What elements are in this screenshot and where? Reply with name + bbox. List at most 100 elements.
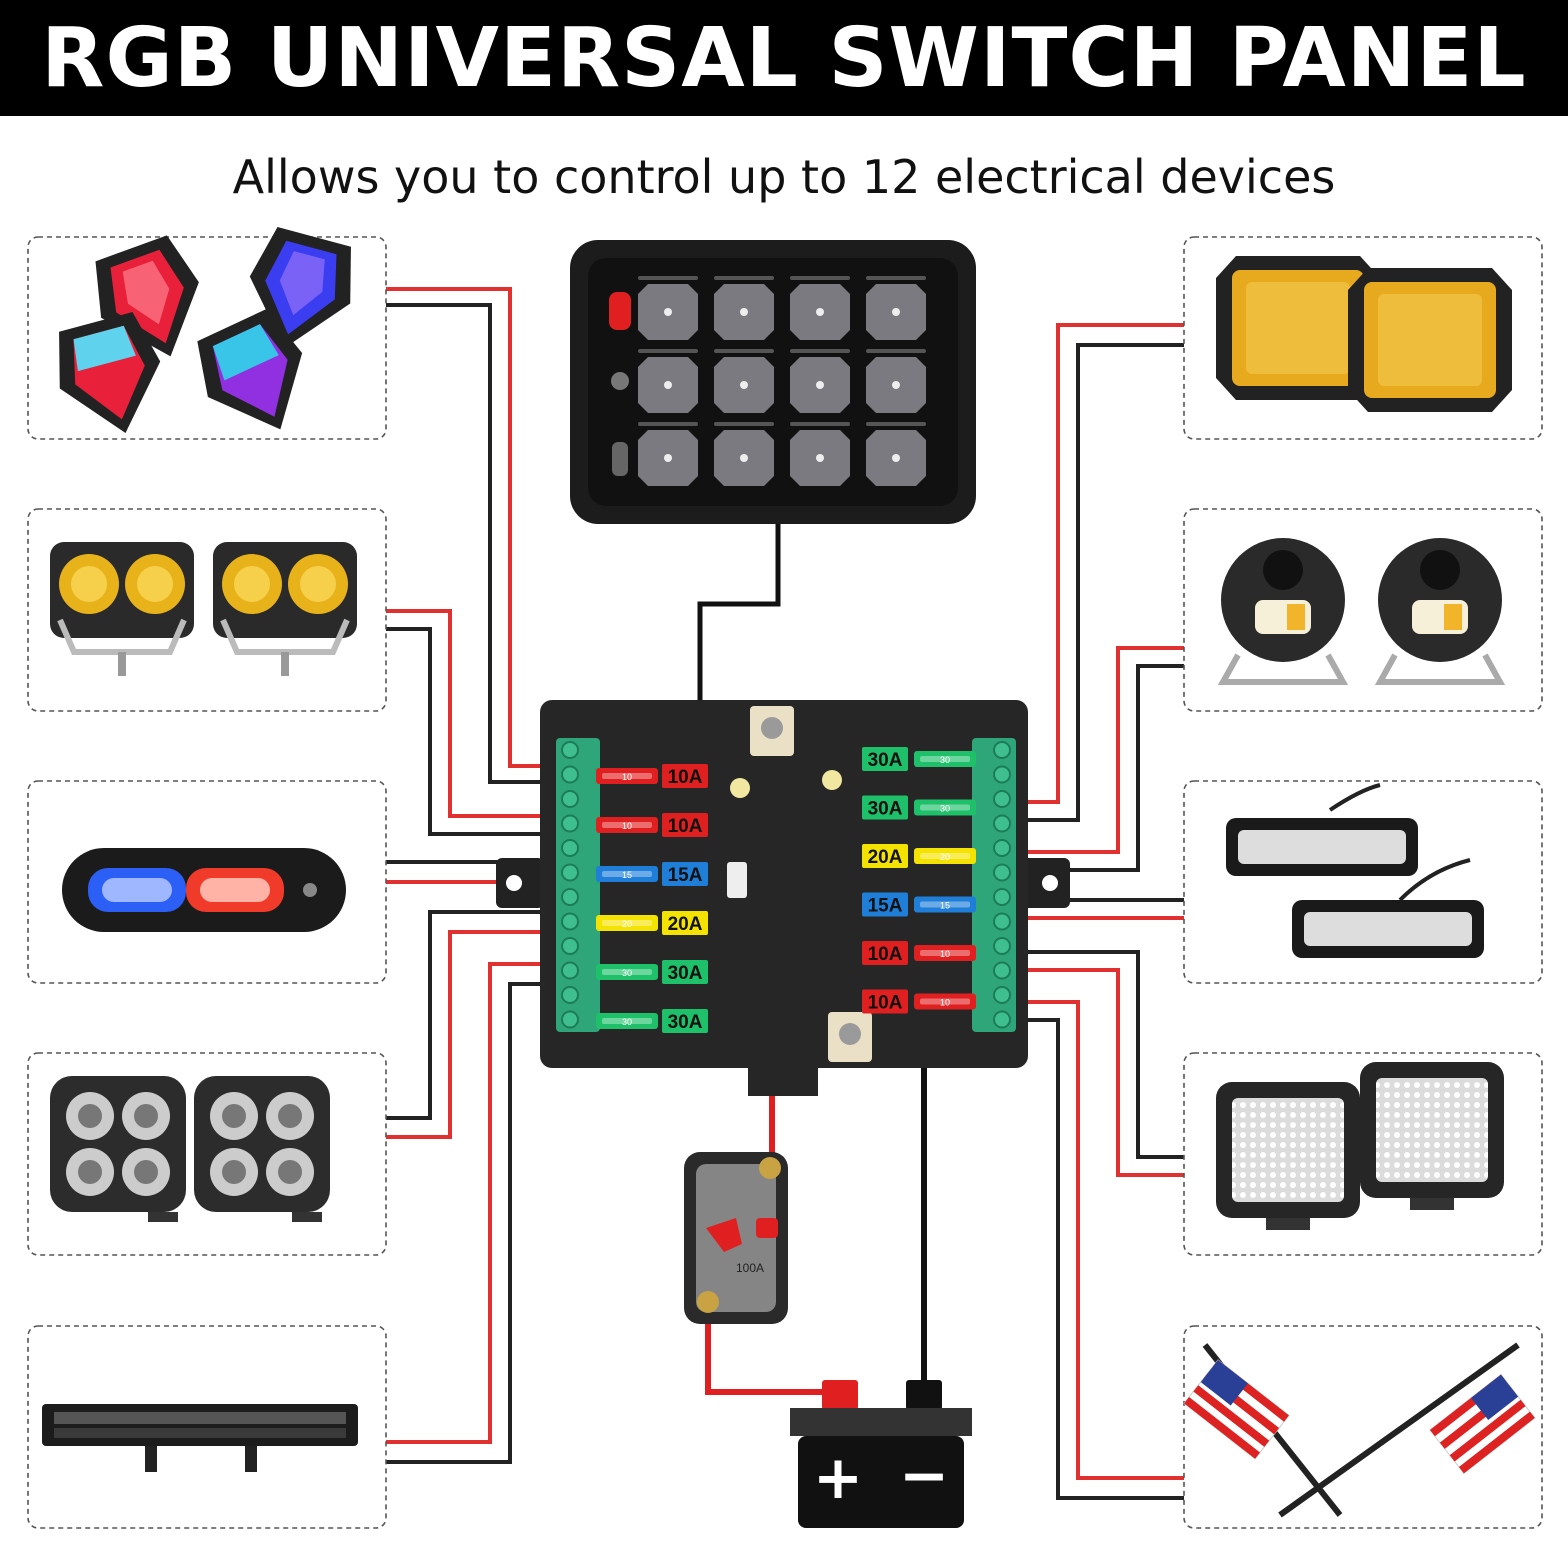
brightness-icon[interactable] xyxy=(611,372,629,390)
switch-button-1[interactable] xyxy=(638,276,698,340)
terminal-screw xyxy=(561,937,579,955)
fuse-rating: 30A xyxy=(668,1012,703,1033)
breaker-terminal xyxy=(759,1157,781,1179)
fuse[interactable]: 10 10A xyxy=(596,813,708,837)
fuse-rating: 20A xyxy=(668,914,703,935)
terminal-screw xyxy=(561,814,579,833)
fuse-label-bg xyxy=(662,960,708,984)
title-bar: RGB UNIVERSAL SWITCH PANEL xyxy=(0,0,1568,116)
device-led-pod-cube-lights xyxy=(1216,1062,1504,1230)
mode-indicator xyxy=(612,442,628,476)
terminal-screw xyxy=(561,741,579,759)
wire-black xyxy=(1012,1018,1184,1500)
fuse-rating: 15A xyxy=(668,865,703,886)
switch-panel xyxy=(570,240,976,524)
wire-red xyxy=(1012,646,1184,854)
switch-button-3[interactable] xyxy=(790,276,850,340)
terminal-screw xyxy=(561,863,579,882)
device-yellow-dual-pod-lights xyxy=(50,542,357,676)
breaker-terminal xyxy=(697,1291,719,1313)
switch-buttons xyxy=(638,276,926,486)
terminal-screw xyxy=(561,790,579,808)
fuse-label-bg xyxy=(662,813,708,837)
switch-button-9[interactable] xyxy=(638,422,698,486)
switch-button-2[interactable] xyxy=(714,276,774,340)
negative-symbol: − xyxy=(899,1441,949,1511)
fuse-stamp: 10 xyxy=(622,821,632,831)
fuse-label-bg xyxy=(662,764,708,788)
fuse-label-bg xyxy=(862,941,908,965)
reset-lever[interactable] xyxy=(706,1218,742,1252)
fuse-rating: 10A xyxy=(668,816,703,837)
wire-red xyxy=(705,1305,840,1395)
fuse-body xyxy=(596,915,658,931)
wire-black xyxy=(386,982,556,1464)
fuse[interactable]: 15 15A xyxy=(596,862,708,886)
terminal-screw xyxy=(993,888,1011,906)
fuse-rating: 30A xyxy=(868,799,903,820)
terminal-screw xyxy=(561,986,579,1004)
fuse-stamp: 10 xyxy=(622,772,632,782)
fuse-rating: 20A xyxy=(868,847,903,868)
wire-red xyxy=(386,962,556,1444)
wire-red xyxy=(386,609,556,818)
terminals-left xyxy=(561,741,579,1029)
terminal-screw xyxy=(993,937,1011,955)
device-led-work-light-bars xyxy=(1226,783,1484,958)
fuse-stamp: 15 xyxy=(940,901,950,911)
page-title: RGB UNIVERSAL SWITCH PANEL xyxy=(41,10,1527,106)
terminal-screw xyxy=(993,741,1011,759)
fuse-label-bg xyxy=(862,795,908,820)
wire-black xyxy=(386,627,556,836)
fuse-body xyxy=(914,799,976,816)
wire-red xyxy=(1012,323,1184,804)
fuse-rating: 30A xyxy=(668,963,703,984)
switch-button-7[interactable] xyxy=(790,349,850,413)
terminal-screw xyxy=(993,961,1011,980)
breaker-rating: 100A xyxy=(736,1261,764,1275)
fuse-label-bg xyxy=(862,892,908,917)
wire-red xyxy=(1012,968,1184,1177)
fuse[interactable]: 20 20A xyxy=(596,911,708,935)
fuse-stamp: 15 xyxy=(622,870,632,880)
terminal-screw xyxy=(561,961,579,980)
fuse-body xyxy=(914,751,976,767)
fuse[interactable]: 20 20A xyxy=(862,844,976,868)
switch-button-11[interactable] xyxy=(790,422,850,486)
switch-button-6[interactable] xyxy=(714,349,774,413)
power-button[interactable] xyxy=(609,292,631,330)
terminal-screw xyxy=(561,912,579,931)
wire-red xyxy=(386,930,556,1139)
terminal-screw xyxy=(561,1010,579,1029)
switch-button-4[interactable] xyxy=(866,276,926,340)
switch-button-12[interactable] xyxy=(866,422,926,486)
terminal-screw xyxy=(993,912,1011,931)
switch-button-5[interactable] xyxy=(638,349,698,413)
wire-black xyxy=(386,910,556,1120)
switch-button-10[interactable] xyxy=(714,422,774,486)
fuse-stamp: 20 xyxy=(940,852,950,862)
switch-button-8[interactable] xyxy=(866,349,926,413)
positive-symbol: + xyxy=(813,1443,863,1513)
fuse-body xyxy=(596,1013,658,1029)
fuse-label-bg xyxy=(662,1009,708,1033)
fuse-stamp: 20 xyxy=(622,919,632,929)
terminal-screw xyxy=(993,765,1011,784)
battery: + − xyxy=(790,1380,972,1528)
terminal-screw xyxy=(993,814,1011,833)
wire-black xyxy=(386,303,556,784)
circuit-breaker: 100A xyxy=(684,1152,788,1324)
fuse-body xyxy=(596,964,658,980)
device-frames xyxy=(27,236,1543,1529)
